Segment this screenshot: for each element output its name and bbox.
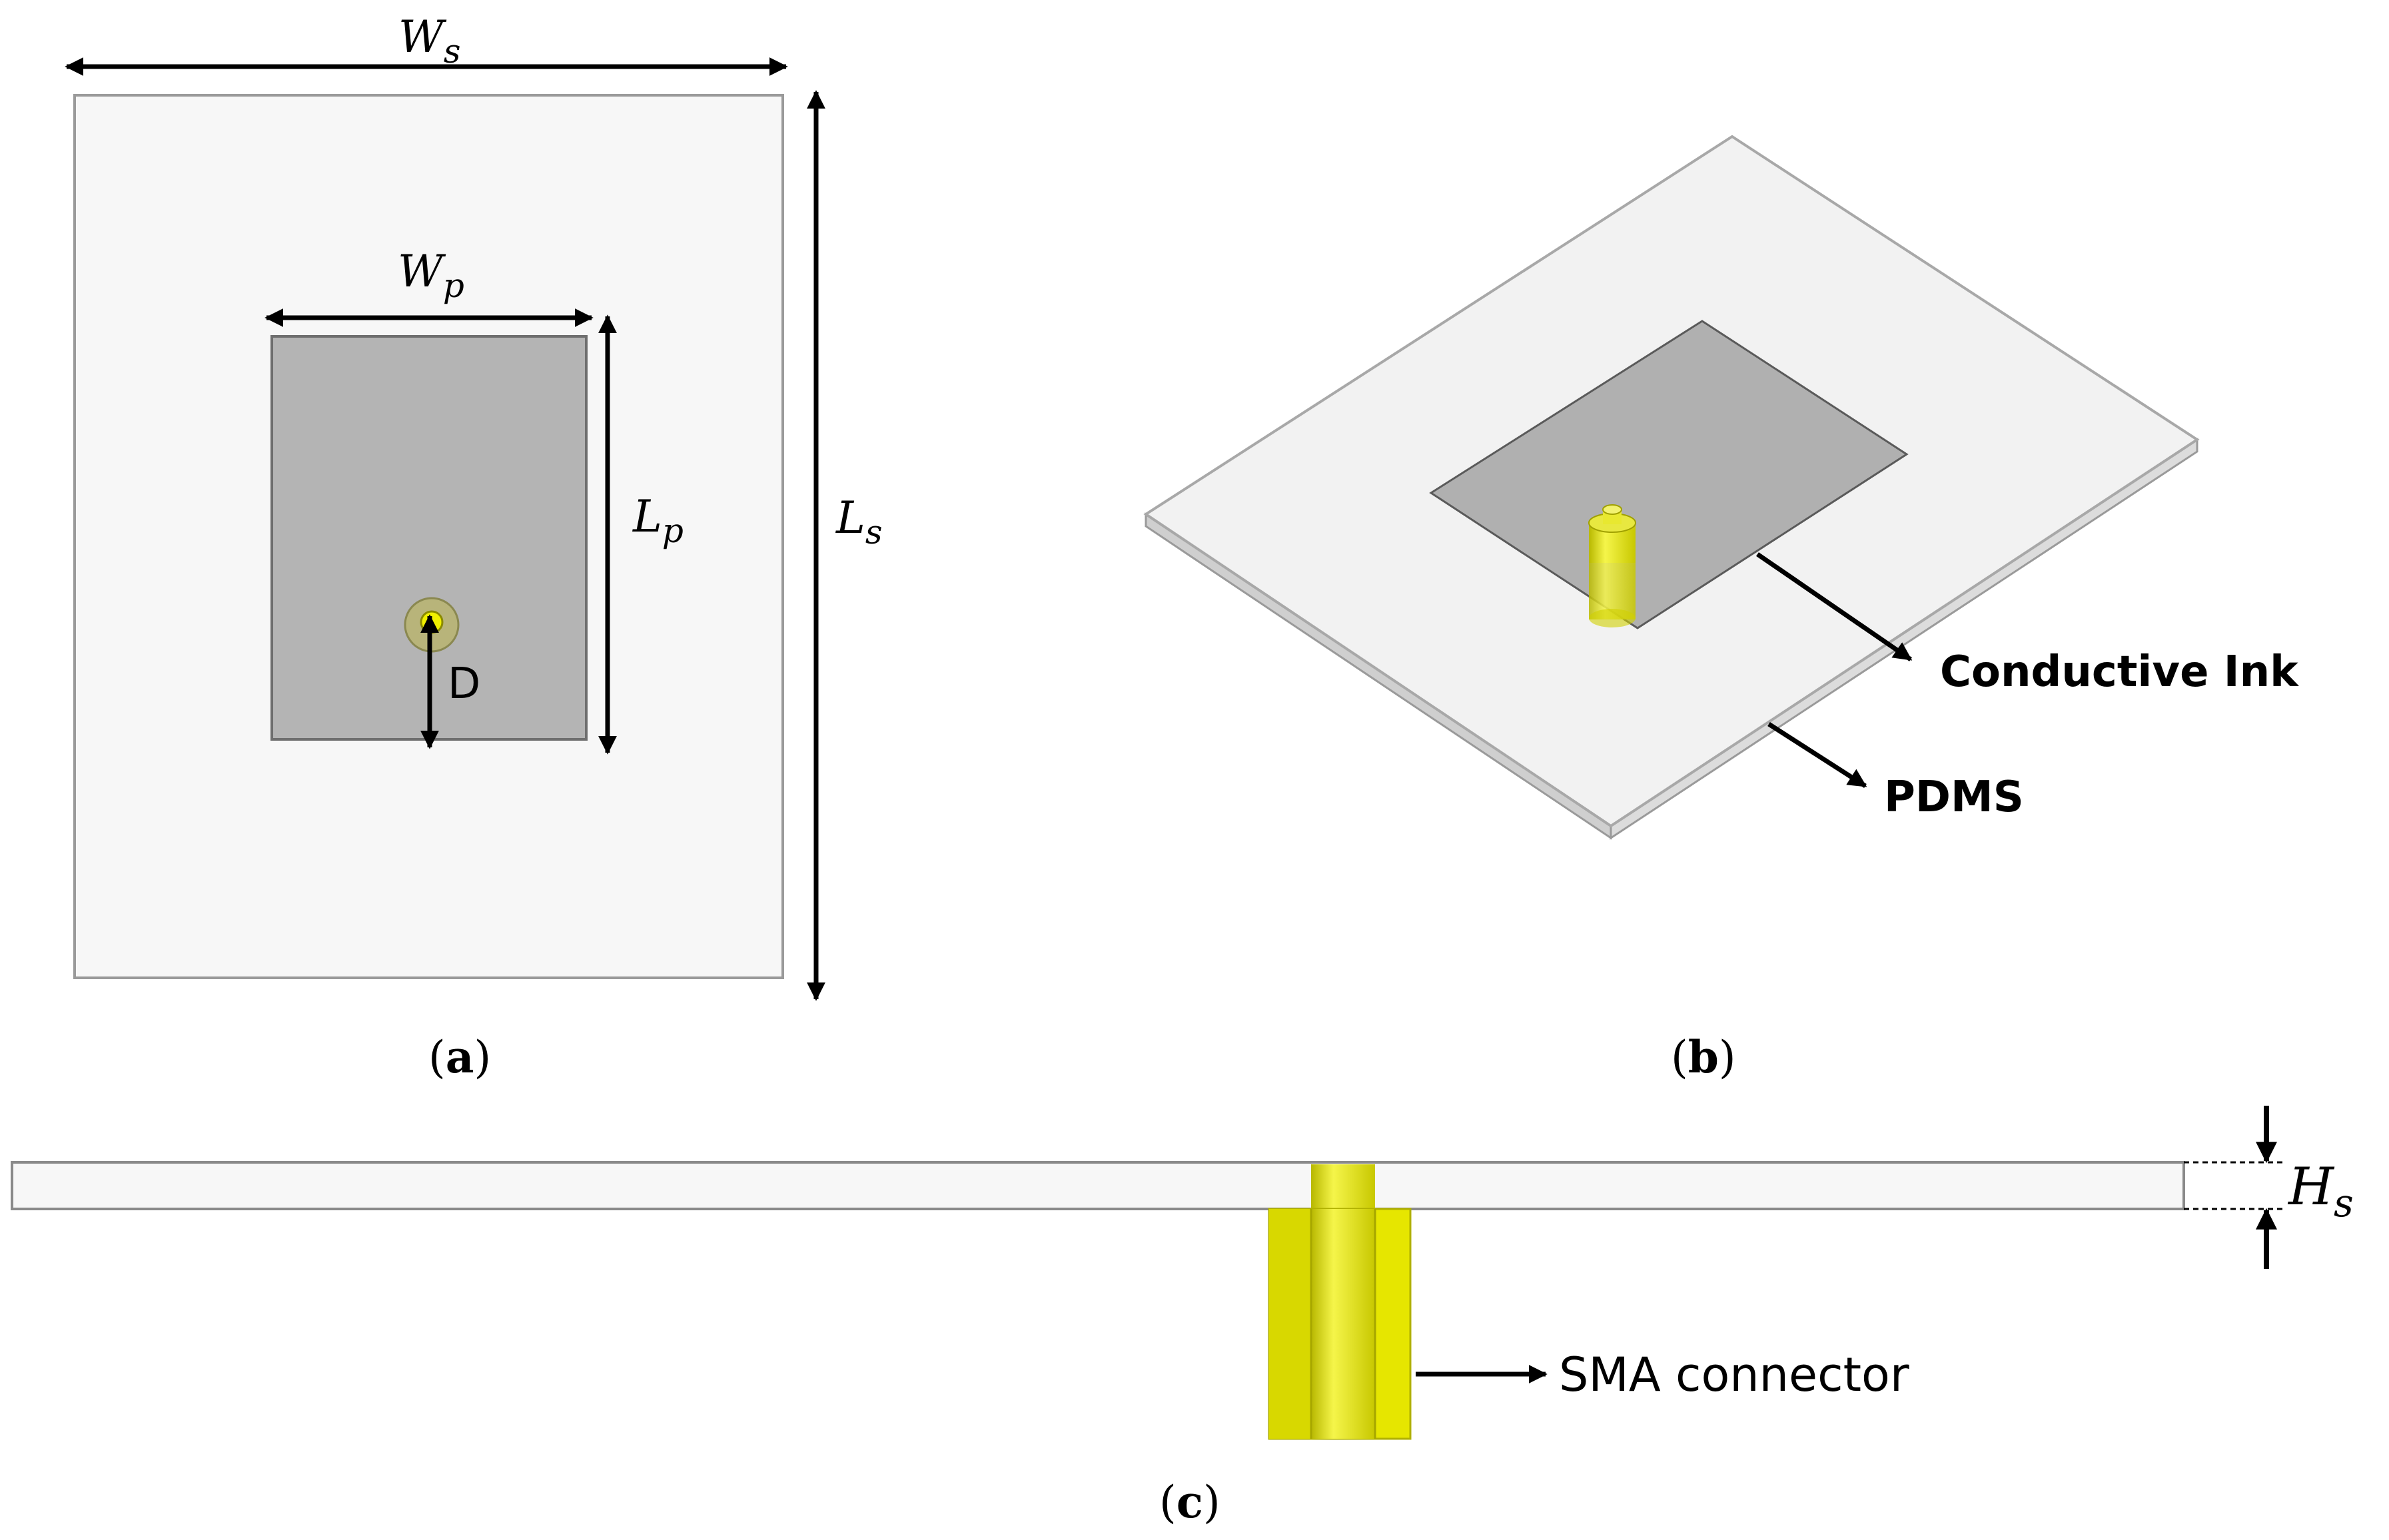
caption-a: (a) [428,1031,491,1083]
sma-connector-label: SMA connector [1559,1348,1909,1402]
d-label: D [448,659,480,709]
caption-b: (b) [1671,1031,1736,1083]
panel-c-side-view: SMA connector Hs (c) [11,1106,2354,1528]
caption-c: (c) [1159,1476,1220,1528]
ws-label: Ws [398,11,461,71]
pdms-label: PDMS [1884,773,2024,822]
substrate-side-view [11,1161,2185,1210]
lp-label: Lp [632,491,684,550]
ls-label: Ls [835,492,883,552]
patch-3d [1429,320,1909,629]
panel-b-3d-view: Conductive Ink PDMS (b) [1143,135,2299,1083]
wp-label: Wp [398,246,464,305]
conductive-ink-label: Conductive Ink [1940,647,2299,697]
conductive-ink-pointer [1756,552,1913,661]
sma-pin-top [1311,1164,1375,1208]
panel-a-top-view: Ws Ls Wp Lp D (a) [65,11,883,1083]
pdms-pointer [1767,722,1867,788]
hs-label: Hs [2287,1157,2354,1226]
sma-connector-center [1311,1209,1375,1439]
sma-connector-left [1269,1209,1311,1439]
pin-3d-top [1602,504,1622,515]
pin-3d-bottom [1589,609,1636,627]
